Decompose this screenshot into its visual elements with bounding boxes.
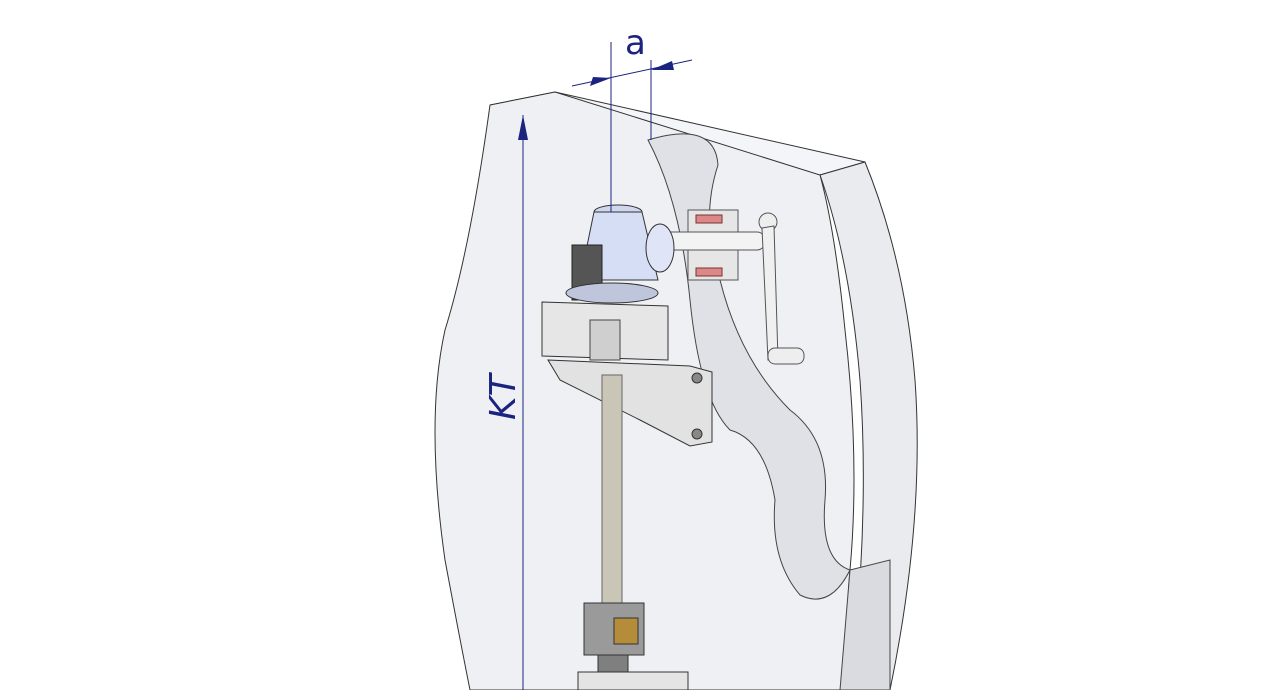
dimension-kt-label: KT (483, 371, 524, 420)
dimension-kt: KT (483, 115, 528, 690)
mounting-bracket (541, 301, 713, 447)
dimension-a: a (571, 23, 693, 212)
threaded-rod (577, 374, 689, 690)
gearbox-motor (565, 204, 675, 304)
hand-crank (654, 209, 805, 365)
dimension-a-label: a (625, 23, 646, 63)
